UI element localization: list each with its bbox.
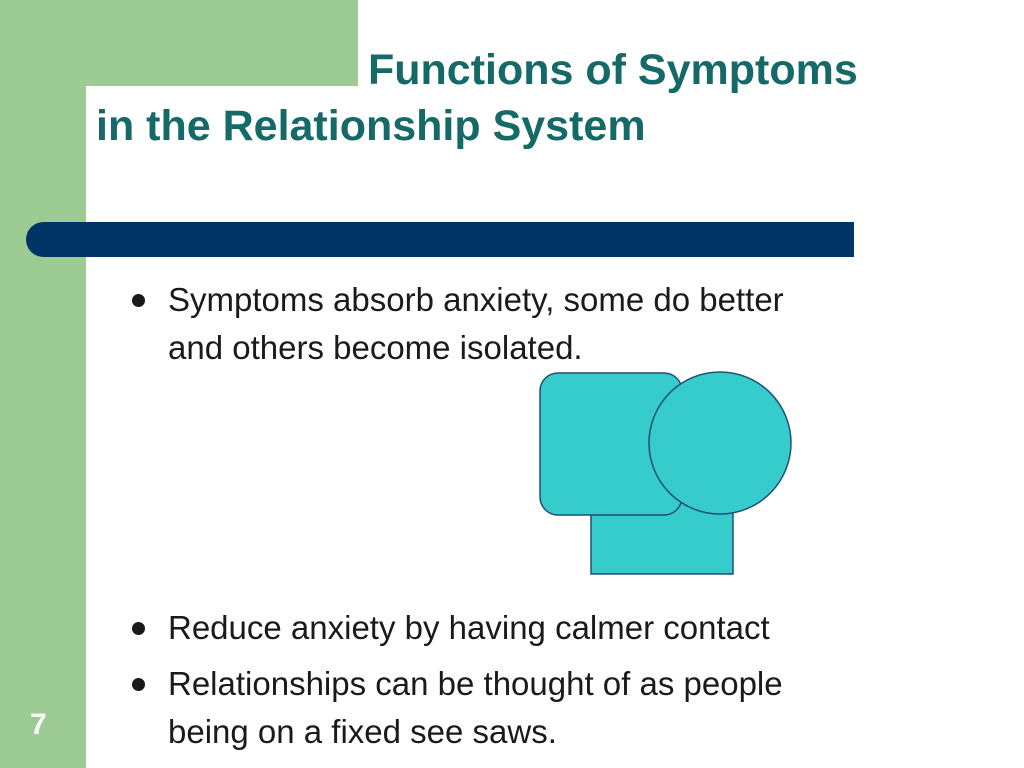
overlapping-shapes-illustration	[539, 371, 792, 575]
title-line-1: Functions of Symptoms	[368, 46, 858, 94]
bullet-1-line-2: and others become isolated.	[168, 329, 583, 366]
bullet-dot-icon	[132, 678, 145, 691]
page-number: 7	[30, 708, 47, 741]
circle-shape	[648, 371, 792, 515]
title-divider	[26, 222, 854, 257]
bullet-3-line-2: being on a fixed see saws.	[168, 713, 557, 750]
bullet-dot-icon	[132, 622, 145, 635]
left-accent-bar	[0, 0, 86, 768]
bullet-item-1: Symptoms absorb anxiety, some do better …	[132, 276, 948, 372]
title-line-2: in the Relationship System	[96, 102, 646, 150]
bullet-1-line-1: Symptoms absorb anxiety, some do better	[168, 281, 784, 318]
top-accent-bar	[86, 0, 358, 86]
bullet-item-2: Reduce anxiety by having calmer contact	[132, 604, 948, 652]
bullet-dot-icon	[132, 294, 145, 307]
bullet-item-3: Relationships can be thought of as peopl…	[132, 660, 948, 756]
slide-title: Functions of Symptoms in the Relationshi…	[96, 42, 976, 154]
bullet-3-line-1: Relationships can be thought of as peopl…	[168, 665, 783, 702]
bullet-2-line-1: Reduce anxiety by having calmer contact	[168, 609, 770, 646]
